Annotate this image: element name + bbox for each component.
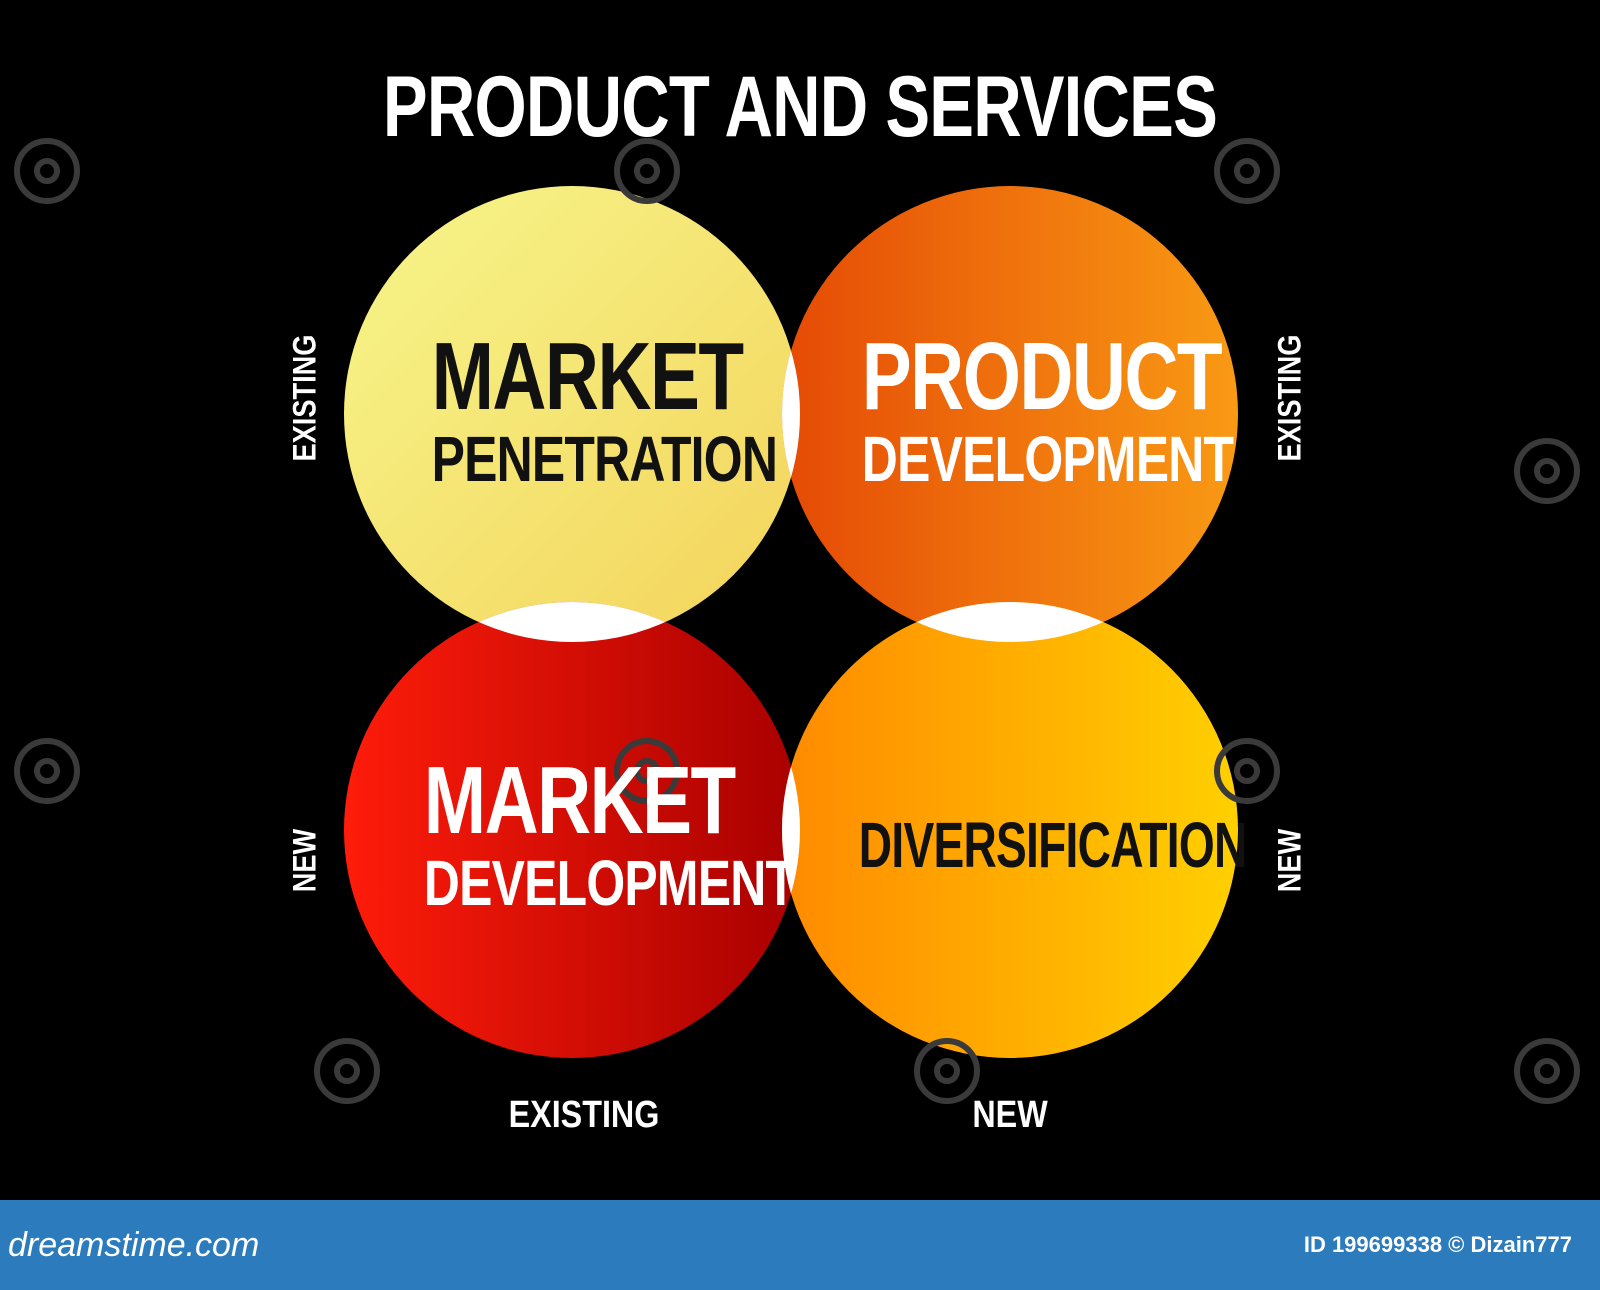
label-market-development-line2: DEVELOPMENT [423, 847, 796, 919]
watermark-logo-icon [614, 138, 680, 204]
watermark-logo-icon [1514, 1038, 1580, 1104]
watermark-logo-icon [14, 138, 80, 204]
watermark-logo-icon [1514, 438, 1580, 504]
label-market-penetration-line2: PENETRATION [431, 423, 778, 495]
axis-label-right-existing: EXISTING [1271, 334, 1308, 462]
circle-diversification [782, 602, 1238, 1058]
circle-market-penetration [344, 186, 800, 642]
axis-label-bottom-existing: EXISTING [508, 1094, 660, 1136]
label-product-development-line2: DEVELOPMENT [861, 423, 1234, 495]
circle-market-development [344, 602, 800, 1058]
axis-label-bottom-new: NEW [972, 1094, 1048, 1136]
circles-graphic [344, 186, 1238, 1058]
watermark-brand: dreamstime.com [8, 1225, 260, 1264]
watermark-logo-icon [314, 1038, 380, 1104]
diagram-canvas: PRODUCT AND SERVICES MARKET PENETRATION … [14, 59, 1580, 1136]
label-product-development-line1: PRODUCT [861, 323, 1223, 430]
label-product-development: PRODUCT DEVELOPMENT [861, 323, 1234, 495]
axis-label-right-new: NEW [1271, 828, 1308, 893]
watermark-logo-icon [614, 738, 680, 804]
watermark-logo-icon [914, 1038, 980, 1104]
label-diversification-line1: DIVERSIFICATION [858, 809, 1247, 881]
label-diversification: DIVERSIFICATION [858, 809, 1247, 881]
image-credit: ID 199699338 © Dizain777 [1303, 1232, 1572, 1257]
axis-label-left-existing: EXISTING [286, 334, 323, 462]
label-market-penetration: MARKET PENETRATION [431, 323, 778, 495]
axis-label-left-new: NEW [286, 828, 323, 893]
watermark-logo-icon [1214, 738, 1280, 804]
label-market-penetration-line1: MARKET [431, 323, 744, 430]
label-market-development-line1: MARKET [423, 747, 736, 854]
diagram-title: PRODUCT AND SERVICES [382, 59, 1218, 155]
circle-product-development [782, 186, 1238, 642]
watermark-logo-icon [1214, 138, 1280, 204]
watermark-logo-icon [14, 738, 80, 804]
watermark-footer-bar: dreamstime.com ID 199699338 © Dizain777 [0, 1200, 1600, 1290]
label-market-development: MARKET DEVELOPMENT [423, 747, 796, 919]
